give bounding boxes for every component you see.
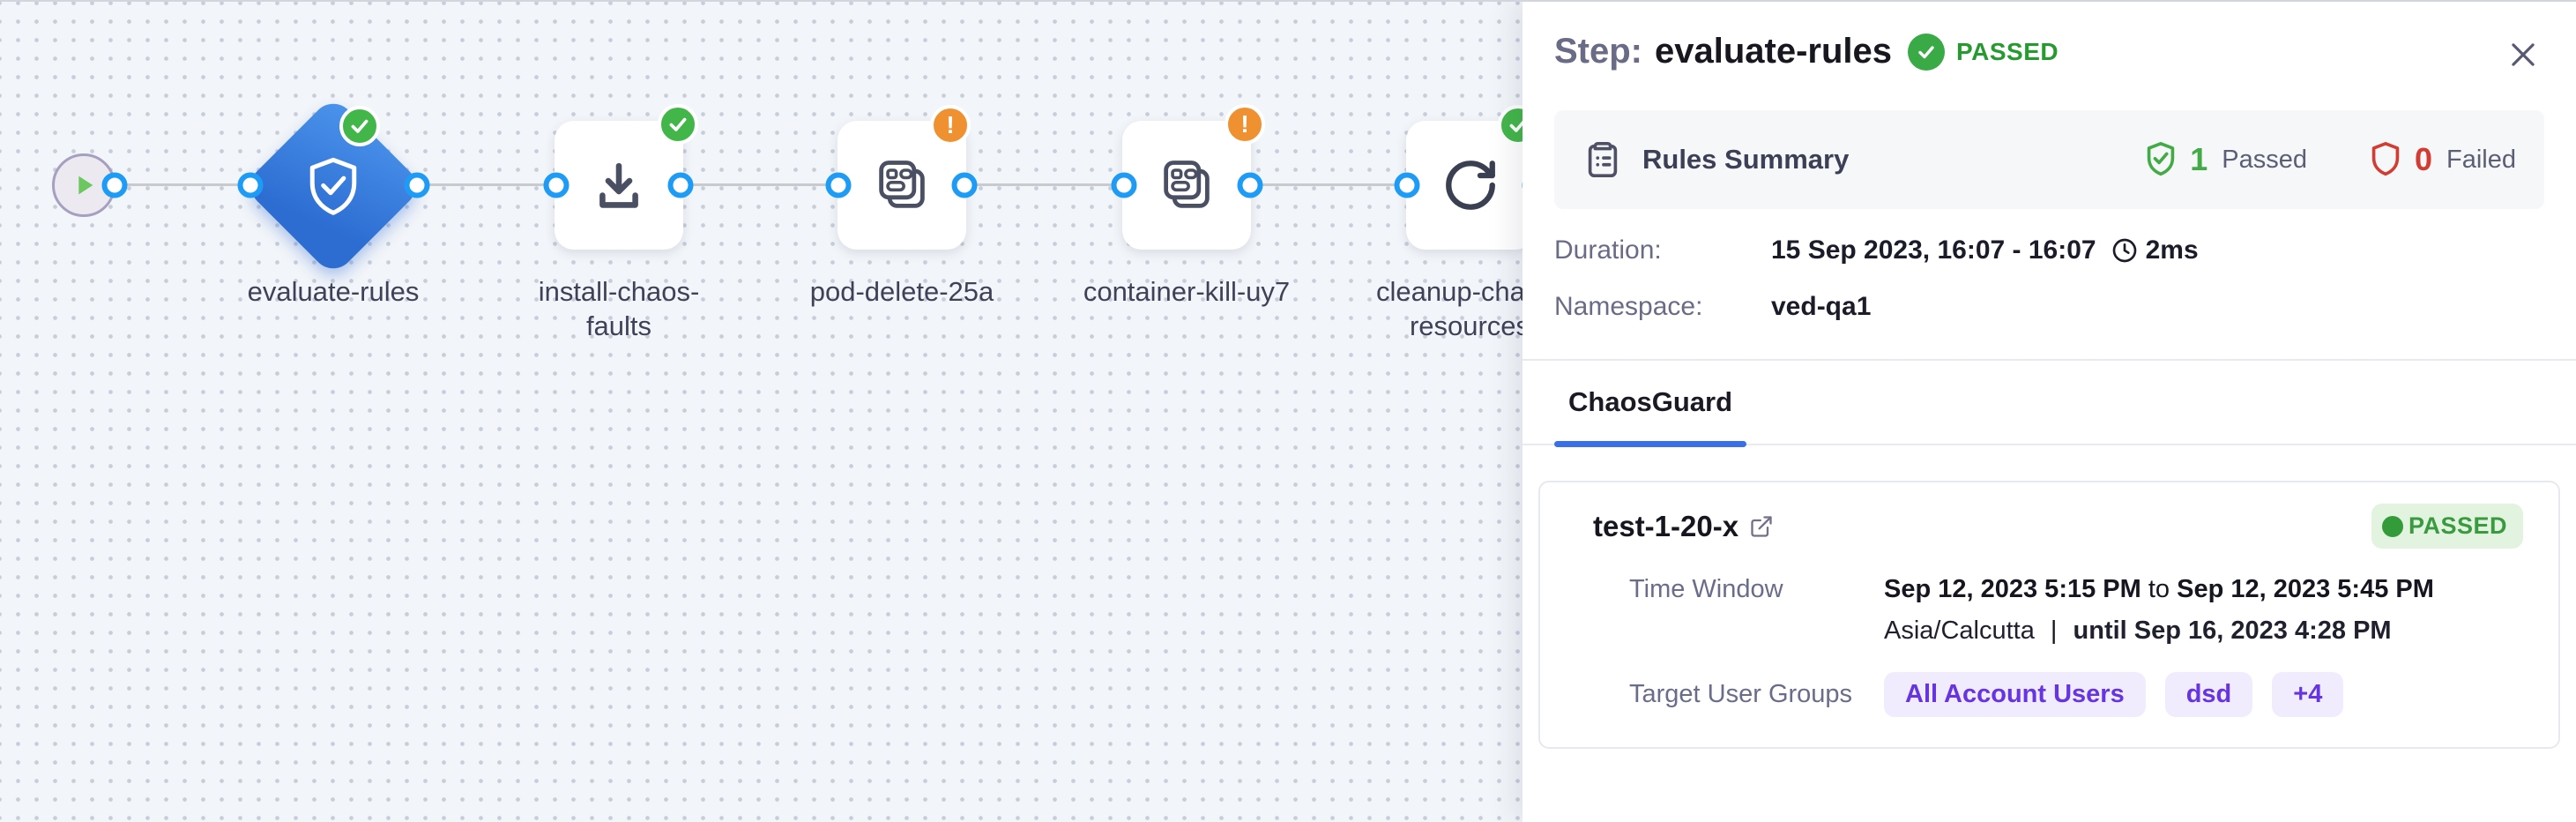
status-dot-icon <box>2381 515 2403 537</box>
clock-icon <box>2111 236 2139 265</box>
play-icon <box>70 171 98 199</box>
time-window-row: Time Window Sep 12, 2023 5:15 PM to Sep … <box>1593 575 2523 646</box>
step-name: evaluate-rules <box>1655 32 1893 71</box>
step-label: Step: <box>1554 32 1642 71</box>
passed-summary: 1 Passed <box>2140 139 2307 180</box>
failed-summary: 0 Failed <box>2365 139 2516 180</box>
connector-port[interactable] <box>1111 172 1137 198</box>
namespace-label: Namespace: <box>1554 292 1703 321</box>
connector-port[interactable] <box>1394 172 1420 198</box>
namespace-row: Namespace: ved-qa1 <box>1554 292 2544 322</box>
failed-label: Failed <box>2446 145 2516 174</box>
node-container-kill-uy7[interactable] <box>1122 121 1251 250</box>
status-success-badge <box>658 104 698 145</box>
connector-port[interactable] <box>404 172 430 198</box>
connector-port[interactable] <box>237 172 264 198</box>
divider <box>1523 359 2576 361</box>
user-group-chip[interactable]: dsd <box>2164 672 2253 717</box>
connector-port[interactable] <box>1237 172 1263 198</box>
duration-row: Duration: 15 Sep 2023, 16:07 - 16:07 2ms <box>1554 235 2544 265</box>
node-label: pod-delete-25a <box>809 276 994 307</box>
namespace-value: ved-qa1 <box>1771 292 1872 321</box>
edge-connector <box>417 183 556 186</box>
connector-port[interactable] <box>543 172 570 198</box>
status-warning-badge: ! <box>1225 104 1265 145</box>
shield-fail-icon <box>2365 139 2406 180</box>
timezone: Asia/Calcutta <box>1884 616 2035 645</box>
duration-elapsed: 2ms <box>2145 235 2199 265</box>
chaos-fault-icon <box>1157 155 1217 215</box>
passed-label: Passed <box>2222 145 2307 174</box>
tab-label: ChaosGuard <box>1568 386 1733 417</box>
shield-pass-icon <box>2140 139 2181 180</box>
node-label: container-kill-uy7 <box>1083 276 1291 307</box>
connector-port[interactable] <box>101 172 128 198</box>
status-warning-badge: ! <box>930 105 971 146</box>
target-user-groups-row: Target User Groups All Account Users dsd… <box>1593 672 2523 717</box>
target-user-groups-label: Target User Groups <box>1629 680 1853 708</box>
clipboard-icon <box>1582 139 1623 180</box>
tabs-row: ChaosGuard <box>1523 361 2576 447</box>
edge-connector <box>1250 183 1407 186</box>
panel-header: Step: evaluate-rules PASSED <box>1554 32 2544 71</box>
connector-port[interactable] <box>951 172 978 198</box>
edge-connector <box>115 183 250 186</box>
guard-status: PASSED <box>2408 512 2507 539</box>
status-badge: PASSED <box>1956 37 2059 65</box>
user-group-chip[interactable]: All Account Users <box>1884 672 2146 717</box>
check-circle-icon <box>1908 33 1946 71</box>
guard-name: test-1-20-x <box>1593 509 1739 542</box>
node-install-chaos-faults[interactable] <box>555 121 683 250</box>
time-window-label: Time Window <box>1629 575 1783 603</box>
external-link-icon[interactable] <box>1749 514 1774 539</box>
close-icon[interactable] <box>2505 37 2541 72</box>
separator: | <box>2050 616 2058 645</box>
time-window-to: to <box>2148 575 2170 603</box>
time-window-start: Sep 12, 2023 5:15 PM <box>1884 575 2141 603</box>
failed-count: 0 <box>2414 141 2432 177</box>
status-success-badge <box>339 106 380 146</box>
node-label: install-chaos-faults <box>538 276 700 341</box>
connector-port[interactable] <box>825 172 852 198</box>
duration-label: Duration: <box>1554 235 1662 265</box>
time-window-end: Sep 12, 2023 5:45 PM <box>2177 575 2434 603</box>
valid-until: until Sep 16, 2023 4:28 PM <box>2073 616 2392 645</box>
shield-check-icon <box>269 122 398 250</box>
passed-count: 1 <box>2190 141 2208 177</box>
node-label: evaluate-rules <box>247 276 420 307</box>
duration-value: 15 Sep 2023, 16:07 - 16:07 <box>1771 235 2096 265</box>
user-group-chip[interactable]: +4 <box>2272 672 2344 717</box>
guard-status-pill: PASSED <box>2371 504 2523 549</box>
step-details-panel: Step: evaluate-rules PASSED Rules Summar… <box>1523 0 2576 822</box>
rerun-icon <box>1441 156 1500 214</box>
chaos-fault-icon <box>872 155 932 215</box>
edge-connector <box>964 183 1124 186</box>
rules-summary-bar: Rules Summary 1 Passed 0 Failed <box>1554 110 2544 209</box>
edge-connector <box>681 183 838 186</box>
tab-chaosguard[interactable]: ChaosGuard <box>1554 361 1747 447</box>
chaosguard-card: test-1-20-x PASSED Time Window Sep 12, 2… <box>1538 481 2560 749</box>
connector-port[interactable] <box>667 172 694 198</box>
download-icon <box>588 154 650 216</box>
rules-summary-title: Rules Summary <box>1642 144 1850 175</box>
